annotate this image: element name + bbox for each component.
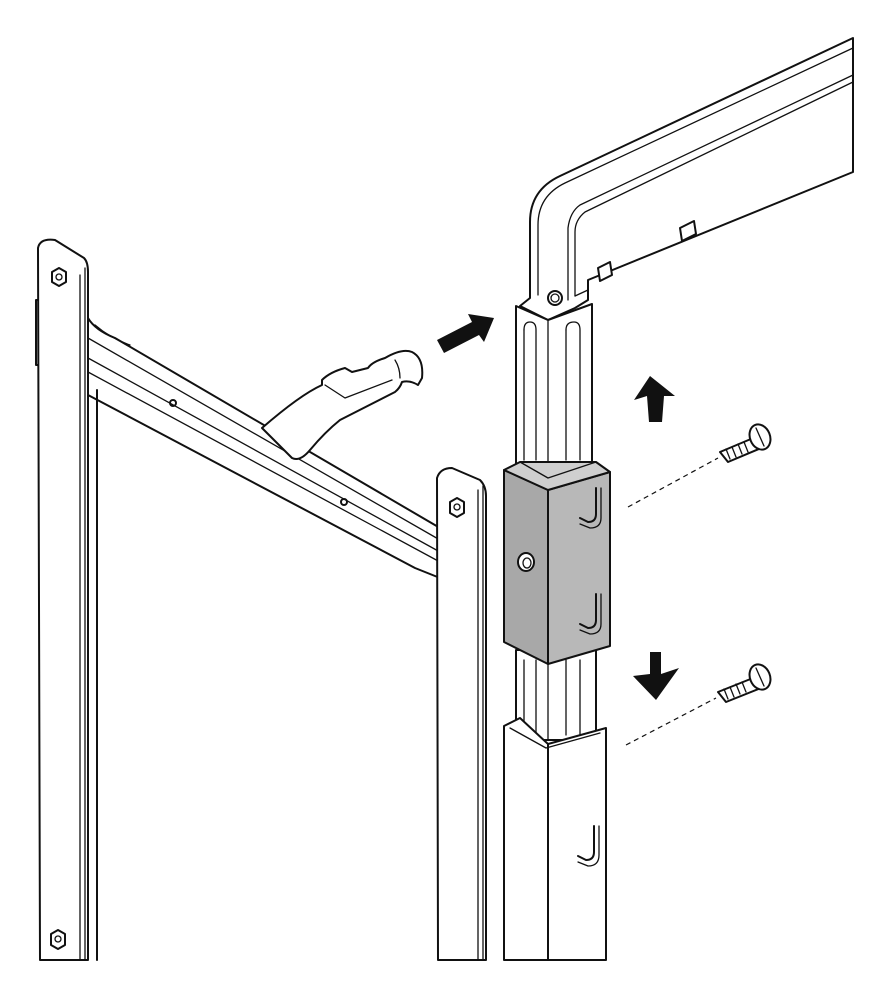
screw-upper (719, 423, 772, 463)
side-frame (35, 238, 487, 961)
screw-lower (717, 663, 772, 703)
hex-nut-right (449, 497, 465, 518)
top-frame-bar (519, 37, 854, 321)
connector-sleeve (503, 461, 611, 665)
up-arrow (634, 376, 675, 422)
hex-nut-top (51, 267, 67, 287)
hex-nut-bottom (50, 929, 66, 950)
alignment-line-lower (625, 697, 717, 746)
alignment-line-upper (627, 457, 719, 508)
lower-upright-tube (503, 649, 607, 961)
down-arrow (633, 652, 679, 700)
upper-upright-tube (515, 303, 593, 471)
push-right-arrow (437, 314, 494, 353)
